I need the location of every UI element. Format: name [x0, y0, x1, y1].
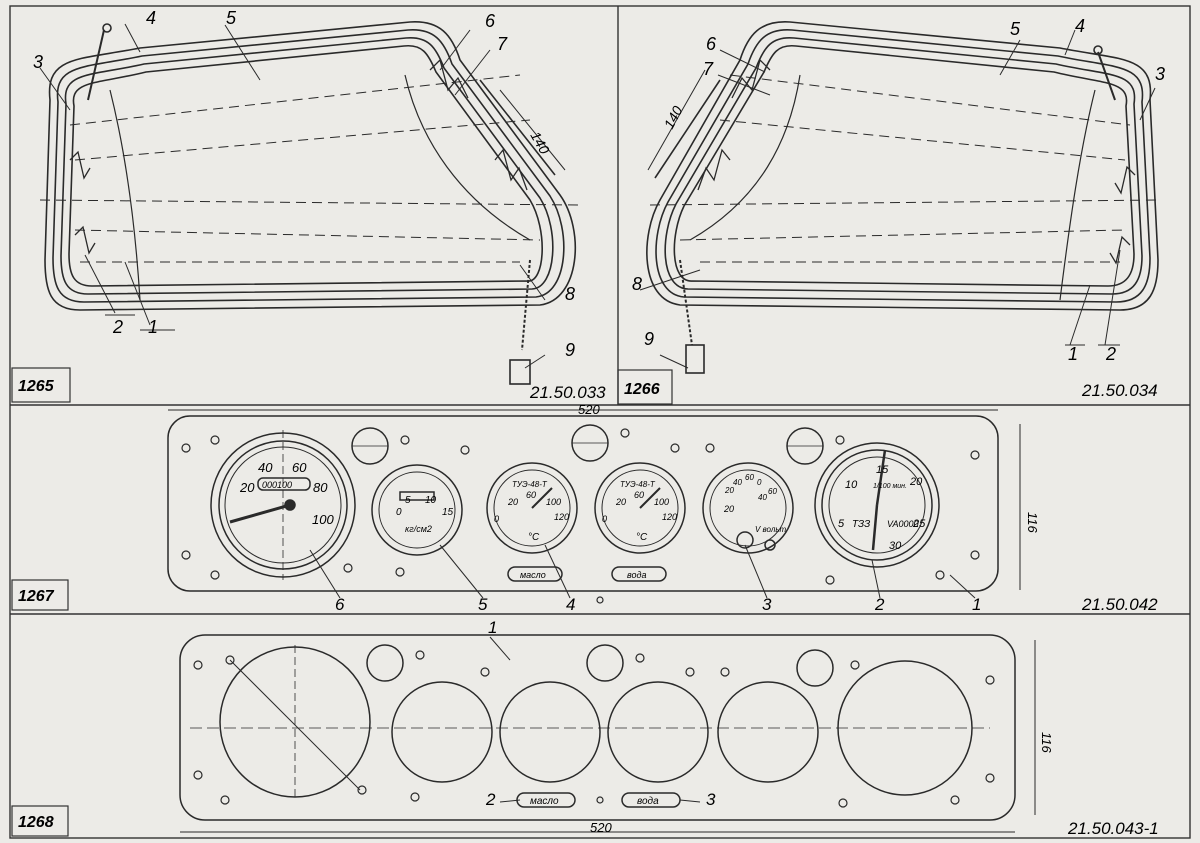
drawing-code-1268: 21.50.043-1 [1067, 819, 1159, 838]
width-dim-1268: 520 [590, 820, 612, 835]
clock-tick-5: 5 [838, 518, 845, 530]
ammeter-label: V вольт [755, 525, 787, 534]
height-dim-1268: 116 [1039, 732, 1054, 753]
clock-tick-25: 25 [912, 518, 926, 530]
drawing-code-1267: 21.50.042 [1081, 595, 1158, 614]
speedo-tick-60: 60 [292, 460, 307, 475]
figure-number-box-1268 [11, 805, 69, 837]
clock-tick-30: 30 [889, 540, 902, 552]
gauge4-tick-20: 20 [507, 497, 518, 507]
gauge4-tick-100: 100 [546, 497, 561, 507]
speedo-tick-20: 20 [239, 480, 255, 495]
callout-2-fig1268: 2 [485, 790, 496, 809]
callout-7-fig1266: 7 [703, 59, 714, 79]
gauge3-tick-120: 120 [662, 512, 677, 522]
callout-5-fig1267: 5 [478, 595, 488, 614]
gauge4-model: ТУЭ-48-Т [512, 480, 548, 489]
callout-1-fig1267: 1 [972, 595, 981, 614]
callout-6-fig1265: 6 [485, 11, 496, 31]
callout-4-fig1265: 4 [146, 8, 156, 28]
door-pocket-left-drawing [39, 21, 581, 385]
figure-number-box-1266 [617, 369, 673, 405]
gauge5-tick-0: 0 [396, 507, 402, 518]
callout-7-fig1265: 7 [497, 34, 508, 54]
plate-oil-1267: масло [520, 570, 546, 580]
gauge3-unit: °C [636, 532, 648, 543]
speedo-odometer: 000100 [262, 480, 292, 490]
dimension-140-fig1265: 140 [527, 129, 553, 157]
clock-tick-20: 20 [909, 476, 923, 488]
gauge5-units: кг/см2 [405, 524, 432, 534]
callout-2-fig1265: 2 [112, 317, 123, 337]
clock-tick-10: 10 [845, 479, 858, 491]
callout-2-fig1266: 2 [1105, 344, 1116, 364]
speedo-tick-40: 40 [258, 460, 273, 475]
callout-9-fig1266: 9 [644, 329, 654, 349]
gauge4-tick-0: 0 [494, 514, 499, 524]
gauge3-tick-100: 100 [654, 497, 669, 507]
figure-number-box-1265 [11, 367, 71, 403]
ammeter-tick-a: 20 [724, 486, 734, 495]
ammeter-tick-b: 40 [733, 478, 742, 487]
gauge3-tick-20: 20 [615, 497, 626, 507]
dimension-140-fig1266: 140 [661, 103, 686, 131]
gauge3-tick-0: 0 [602, 514, 607, 524]
callout-5-fig1266: 5 [1010, 19, 1021, 39]
callout-5-fig1265: 5 [226, 8, 237, 28]
gauge3-model: ТУЭ-48-Т [620, 480, 656, 489]
callout-8-fig1266: 8 [632, 274, 642, 294]
ammeter-tick-c: 60 [745, 473, 754, 482]
ammeter-tick-d: 0 [757, 478, 762, 487]
figure-number-1267: 1267 [18, 588, 55, 605]
callout-6-fig1267: 6 [335, 595, 345, 614]
callout-2-fig1267: 2 [874, 595, 885, 614]
gauge5-tick-15: 15 [442, 507, 454, 518]
callout-6-fig1266: 6 [706, 34, 717, 54]
door-pocket-right-drawing [639, 21, 1161, 374]
drawing-code-1266: 21.50.034 [1081, 381, 1158, 400]
clock-brand: ТЗЗ [852, 519, 870, 530]
sheet-frame [9, 5, 1191, 839]
callout-1-fig1268: 1 [488, 618, 497, 637]
figure-number-1265: 1265 [18, 378, 55, 395]
callout-9-fig1265: 9 [565, 340, 575, 360]
callout-8-fig1265: 8 [565, 284, 575, 304]
callout-3-fig1265: 3 [33, 52, 43, 72]
figure-number-1266: 1266 [624, 381, 660, 398]
figure-number-1268: 1268 [18, 814, 54, 831]
clock-extra: VA0000 [887, 519, 919, 529]
instrument-panel-drawing [167, 409, 1021, 604]
width-dim-1267: 520 [578, 402, 600, 417]
callout-3-fig1267: 3 [762, 595, 772, 614]
panel-cutout-drawing [179, 634, 1036, 833]
callout-1-fig1265: 1 [148, 317, 158, 337]
gauge5-tick-5: 5 [405, 495, 411, 506]
gauge4-tick-60: 60 [526, 490, 536, 500]
callout-3-fig1268: 3 [706, 790, 716, 809]
clock-dial-text: 1/100 мин. [873, 483, 907, 490]
gauge3-tick-60: 60 [634, 490, 644, 500]
plate-water-1268: вода [637, 796, 659, 807]
ammeter-tick-f: 40 [758, 493, 767, 502]
speedo-tick-80: 80 [313, 480, 328, 495]
plate-water-1267: вода [627, 570, 647, 580]
gauge4-unit: °C [528, 532, 540, 543]
callout-3-fig1266: 3 [1155, 64, 1165, 84]
ammeter-tick-e: 20 [723, 504, 734, 514]
plate-oil-1268: масло [530, 796, 559, 807]
gauge5-tick-10: 10 [425, 495, 437, 506]
drawing-code-1265: 21.50.033 [529, 383, 606, 402]
callout-4-fig1266: 4 [1075, 16, 1085, 36]
clock-tick-15: 15 [876, 464, 889, 476]
speedo-tick-100: 100 [312, 512, 334, 527]
height-dim-1267: 116 [1025, 512, 1040, 533]
gauge4-tick-120: 120 [554, 512, 569, 522]
ammeter-tick-g: 60 [768, 487, 777, 496]
callout-4-fig1267: 4 [566, 595, 575, 614]
callout-1-fig1266: 1 [1068, 344, 1078, 364]
figure-number-box-1267 [11, 579, 69, 611]
